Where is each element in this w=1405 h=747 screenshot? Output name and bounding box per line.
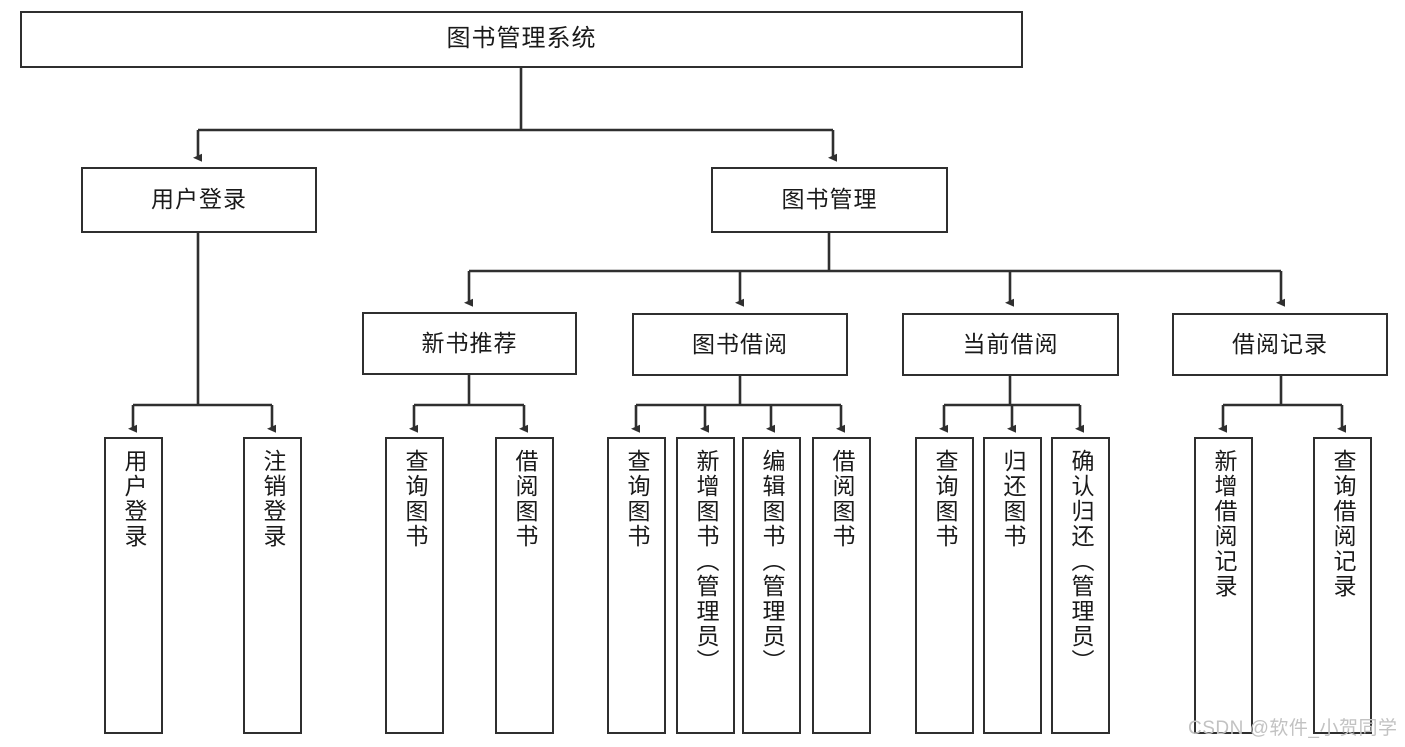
node-label: 注销登录 [260,449,286,549]
node-leaf-return-book[interactable]: 归还图书 [983,437,1042,734]
node-leaf-borrow-book[interactable]: 借阅图书 [812,437,871,734]
node-leaf-user-logout[interactable]: 注销登录 [243,437,302,734]
node-label: 用户登录 [121,449,147,549]
node-label: 查询图书 [932,449,958,549]
node-label: 用户登录 [151,186,247,213]
node-book-borrow[interactable]: 图书借阅 [632,313,848,376]
node-leaf-query-book-borrow[interactable]: 查询图书 [607,437,666,734]
node-label: 图书管理 [781,186,878,213]
node-label: 编辑图书（管理员） [759,449,785,674]
node-user-login[interactable]: 用户登录 [81,167,317,233]
node-label: 当前借阅 [962,330,1059,357]
node-root-book-management-system[interactable]: 图书管理系统 [20,11,1023,68]
node-label: 查询借阅记录 [1330,449,1356,599]
node-borrow-record[interactable]: 借阅记录 [1172,313,1388,376]
node-label: 新增图书（管理员） [693,449,719,674]
node-label: 查询图书 [402,449,428,549]
node-label: 归还图书 [1000,449,1026,549]
node-book-manage[interactable]: 图书管理 [711,167,948,233]
node-label: 借阅图书 [829,449,855,549]
node-label: 查询图书 [624,449,650,549]
node-label: 新书推荐 [421,329,518,356]
watermark-text: CSDN @软件_小贺同学 [1188,718,1398,739]
node-new-book-recommend[interactable]: 新书推荐 [362,312,577,375]
node-leaf-borrow-book-recommend[interactable]: 借阅图书 [495,437,554,734]
node-leaf-add-borrow-record[interactable]: 新增借阅记录 [1194,437,1253,734]
node-leaf-query-book-current[interactable]: 查询图书 [915,437,974,734]
node-label: 图书借阅 [692,330,788,357]
node-current-borrow[interactable]: 当前借阅 [902,313,1119,376]
node-label: 确认归还（管理员） [1068,449,1094,674]
node-label: 借阅记录 [1232,330,1328,357]
node-leaf-add-book[interactable]: 新增图书（管理员） [676,437,735,734]
node-label: 借阅图书 [512,449,538,549]
node-leaf-query-borrow-record[interactable]: 查询借阅记录 [1313,437,1372,734]
node-label: 图书管理系统 [446,25,597,53]
node-leaf-query-book-recommend[interactable]: 查询图书 [385,437,444,734]
node-leaf-user-login[interactable]: 用户登录 [104,437,163,734]
node-leaf-edit-book[interactable]: 编辑图书（管理员） [742,437,801,734]
node-leaf-confirm-return[interactable]: 确认归还（管理员） [1051,437,1110,734]
node-label: 新增借阅记录 [1211,449,1237,599]
